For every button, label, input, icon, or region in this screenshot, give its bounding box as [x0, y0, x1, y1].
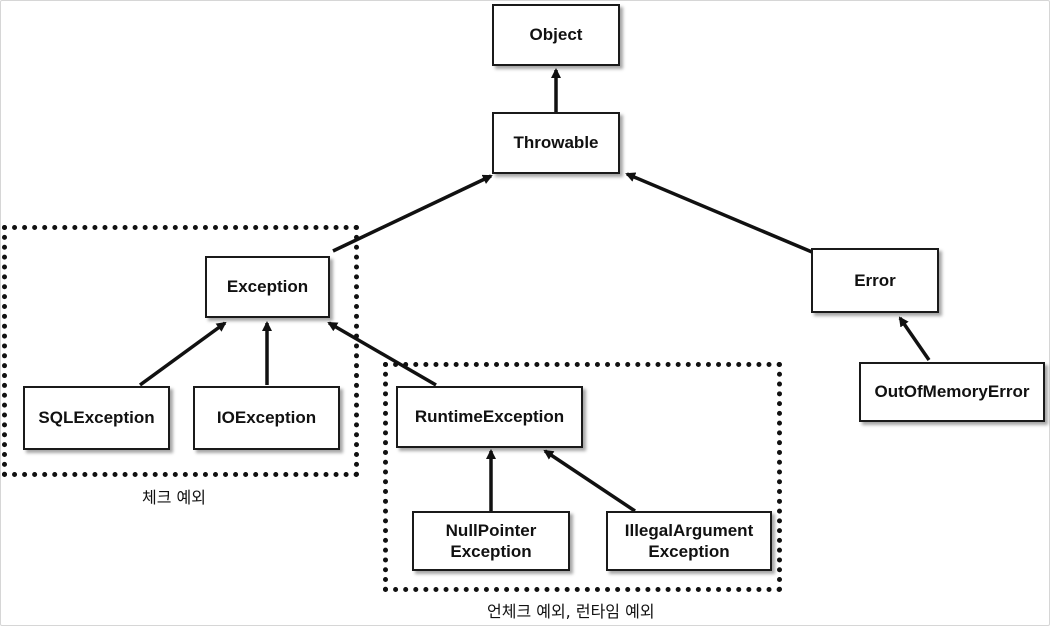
- arrow-error-to-throwable: [625, 172, 813, 254]
- unchecked-exception-group: [383, 362, 782, 592]
- node-exception: Exception: [205, 256, 330, 318]
- arrow-exception-to-throwable: [332, 174, 493, 253]
- node-throwable: Throwable: [492, 112, 620, 174]
- checked-exception-group: [2, 225, 359, 477]
- node-nullpointerexception: NullPointer Exception: [412, 511, 570, 571]
- checked-exception-label: 체크 예외: [142, 488, 206, 507]
- arrow-sqlexception-to-exception: [138, 321, 227, 387]
- node-ioexception: IOException: [193, 386, 340, 450]
- node-sqlexception: SQLException: [23, 386, 170, 450]
- node-runtimeexception: RuntimeException: [396, 386, 583, 448]
- unchecked-exception-label: 언체크 예외, 런타임 예외: [487, 602, 655, 621]
- arrow-runtimeexception-to-exception: [327, 321, 437, 387]
- node-error: Error: [811, 248, 939, 313]
- node-object: Object: [492, 4, 620, 66]
- node-illegalargumentexception: IllegalArgument Exception: [606, 511, 772, 571]
- arrow-outofmemory-to-error: [898, 316, 931, 361]
- arrow-illegalargument-to-runtime: [543, 449, 636, 513]
- node-outofmemoryerror: OutOfMemoryError: [859, 362, 1045, 422]
